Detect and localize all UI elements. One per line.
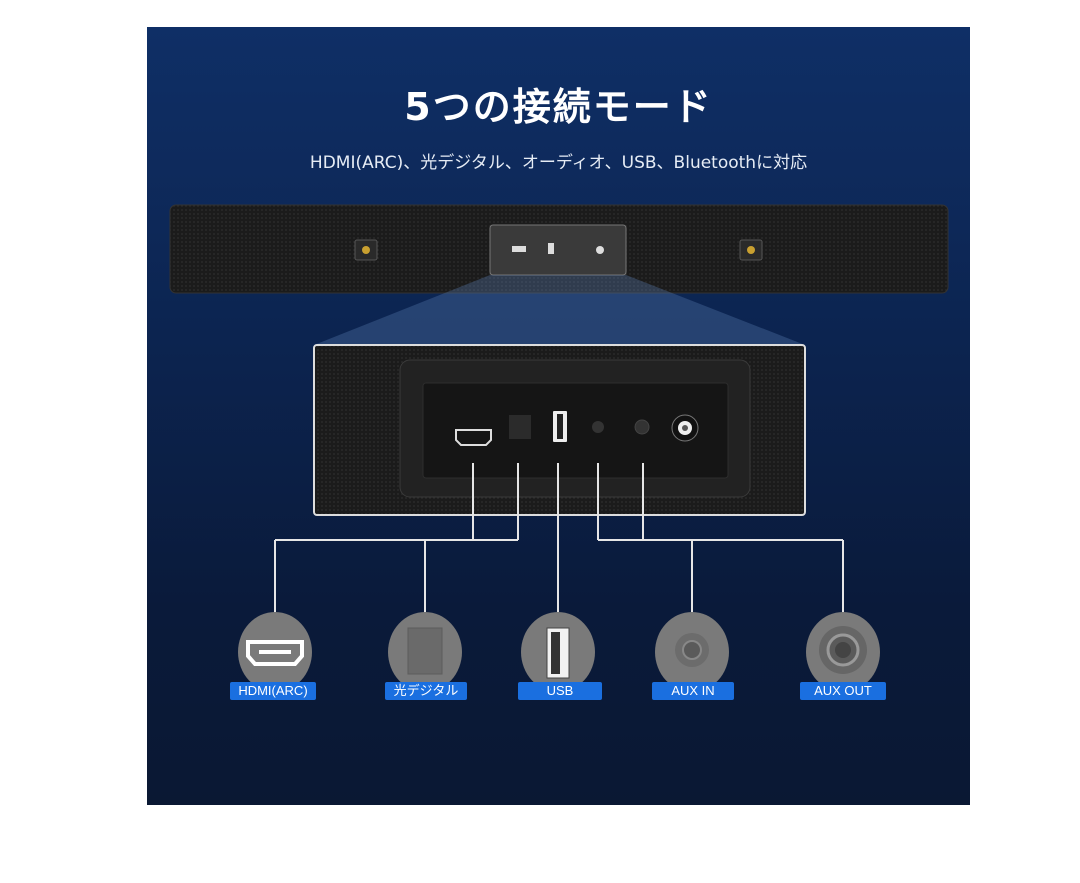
aux-out-port-icon (806, 612, 880, 692)
hdmi-port (455, 429, 492, 446)
optical-port (509, 415, 531, 439)
soundbar-port-panel (489, 224, 627, 276)
hdmi-port-icon (238, 612, 312, 692)
port-label-optical: 光デジタル (385, 682, 467, 700)
port-panel-closeup (313, 344, 806, 516)
port-label-aux-out: AUX OUT (800, 682, 886, 700)
zoom-beam (314, 275, 805, 345)
optical-port-icon (388, 612, 462, 692)
port-label-hdmi: HDMI(ARC) (230, 682, 316, 700)
page-title: 5つの接続モード (404, 85, 713, 129)
port-label-usb: USB (518, 682, 602, 700)
aux-out-port (634, 419, 650, 435)
usb-port-icon (521, 612, 595, 692)
soundbar (169, 204, 949, 294)
subtitle: HDMI(ARC)、光デジタル、オーディオ、USB、Bluetoothに対応 (309, 153, 808, 173)
aux-in-port-icon (655, 612, 729, 692)
port-label-aux-in: AUX IN (652, 682, 734, 700)
aux-in-port (592, 421, 604, 433)
connector-lines (274, 463, 844, 612)
